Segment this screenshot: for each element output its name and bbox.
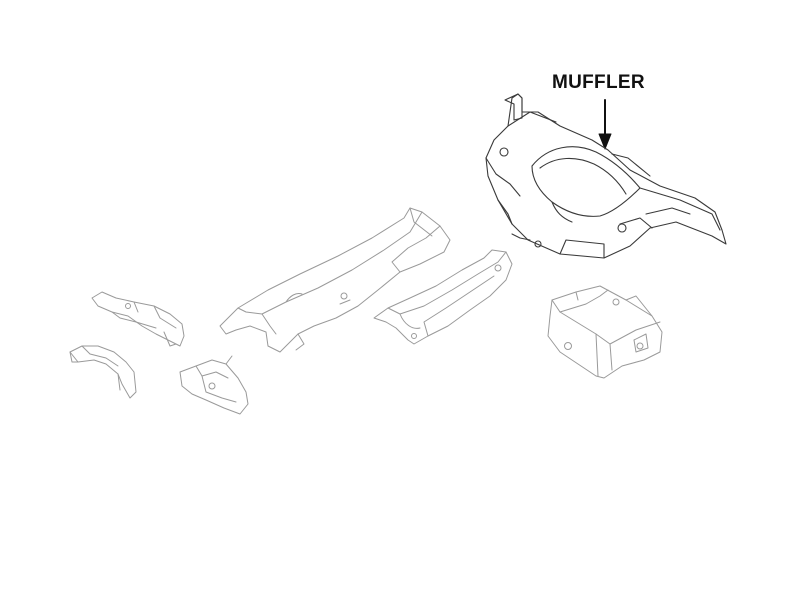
small-bracket-center (179, 355, 249, 415)
tunnel-panel (219, 207, 451, 353)
small-bracket-lower (69, 345, 137, 399)
heat-shield-box (547, 285, 663, 379)
muffler-part (485, 93, 727, 259)
muffler-label: MUFFLER (552, 72, 645, 93)
rail-bracket (373, 249, 513, 345)
callout-arrow (598, 99, 612, 150)
small-bracket-upper (91, 291, 185, 347)
